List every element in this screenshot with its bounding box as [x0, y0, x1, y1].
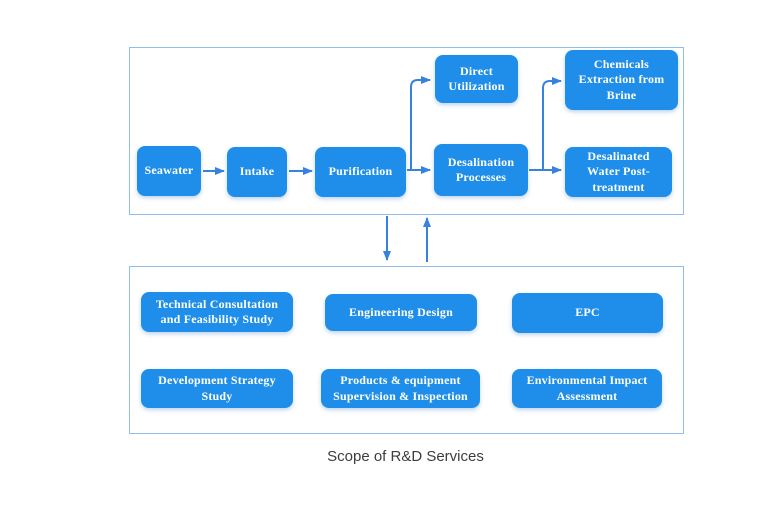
- service-environmental-impact: Environmental Impact Assessment: [512, 369, 662, 408]
- node-intake: Intake: [227, 147, 287, 197]
- service-technical-consultation: Technical Consultation and Feasibility S…: [141, 292, 293, 332]
- node-purification: Purification: [315, 147, 406, 197]
- node-seawater: Seawater: [137, 146, 201, 196]
- node-desalinated-water-post-treatment: Desalinated Water Post-treatment: [565, 147, 672, 197]
- services-panel: [129, 266, 684, 434]
- node-direct-utilization: Direct Utilization: [435, 55, 518, 103]
- service-development-strategy: Development Strategy Study: [141, 369, 293, 408]
- node-chemicals-extraction: Chemicals Extraction from Brine: [565, 50, 678, 110]
- service-engineering-design: Engineering Design: [325, 294, 477, 331]
- diagram-caption: Scope of R&D Services: [327, 448, 484, 465]
- service-epc: EPC: [512, 293, 663, 333]
- node-desalination-processes: Desalination Processes: [434, 144, 528, 196]
- process-flow-panel: [129, 47, 684, 215]
- service-products-equipment: Products & equipment Supervision & Inspe…: [321, 369, 480, 408]
